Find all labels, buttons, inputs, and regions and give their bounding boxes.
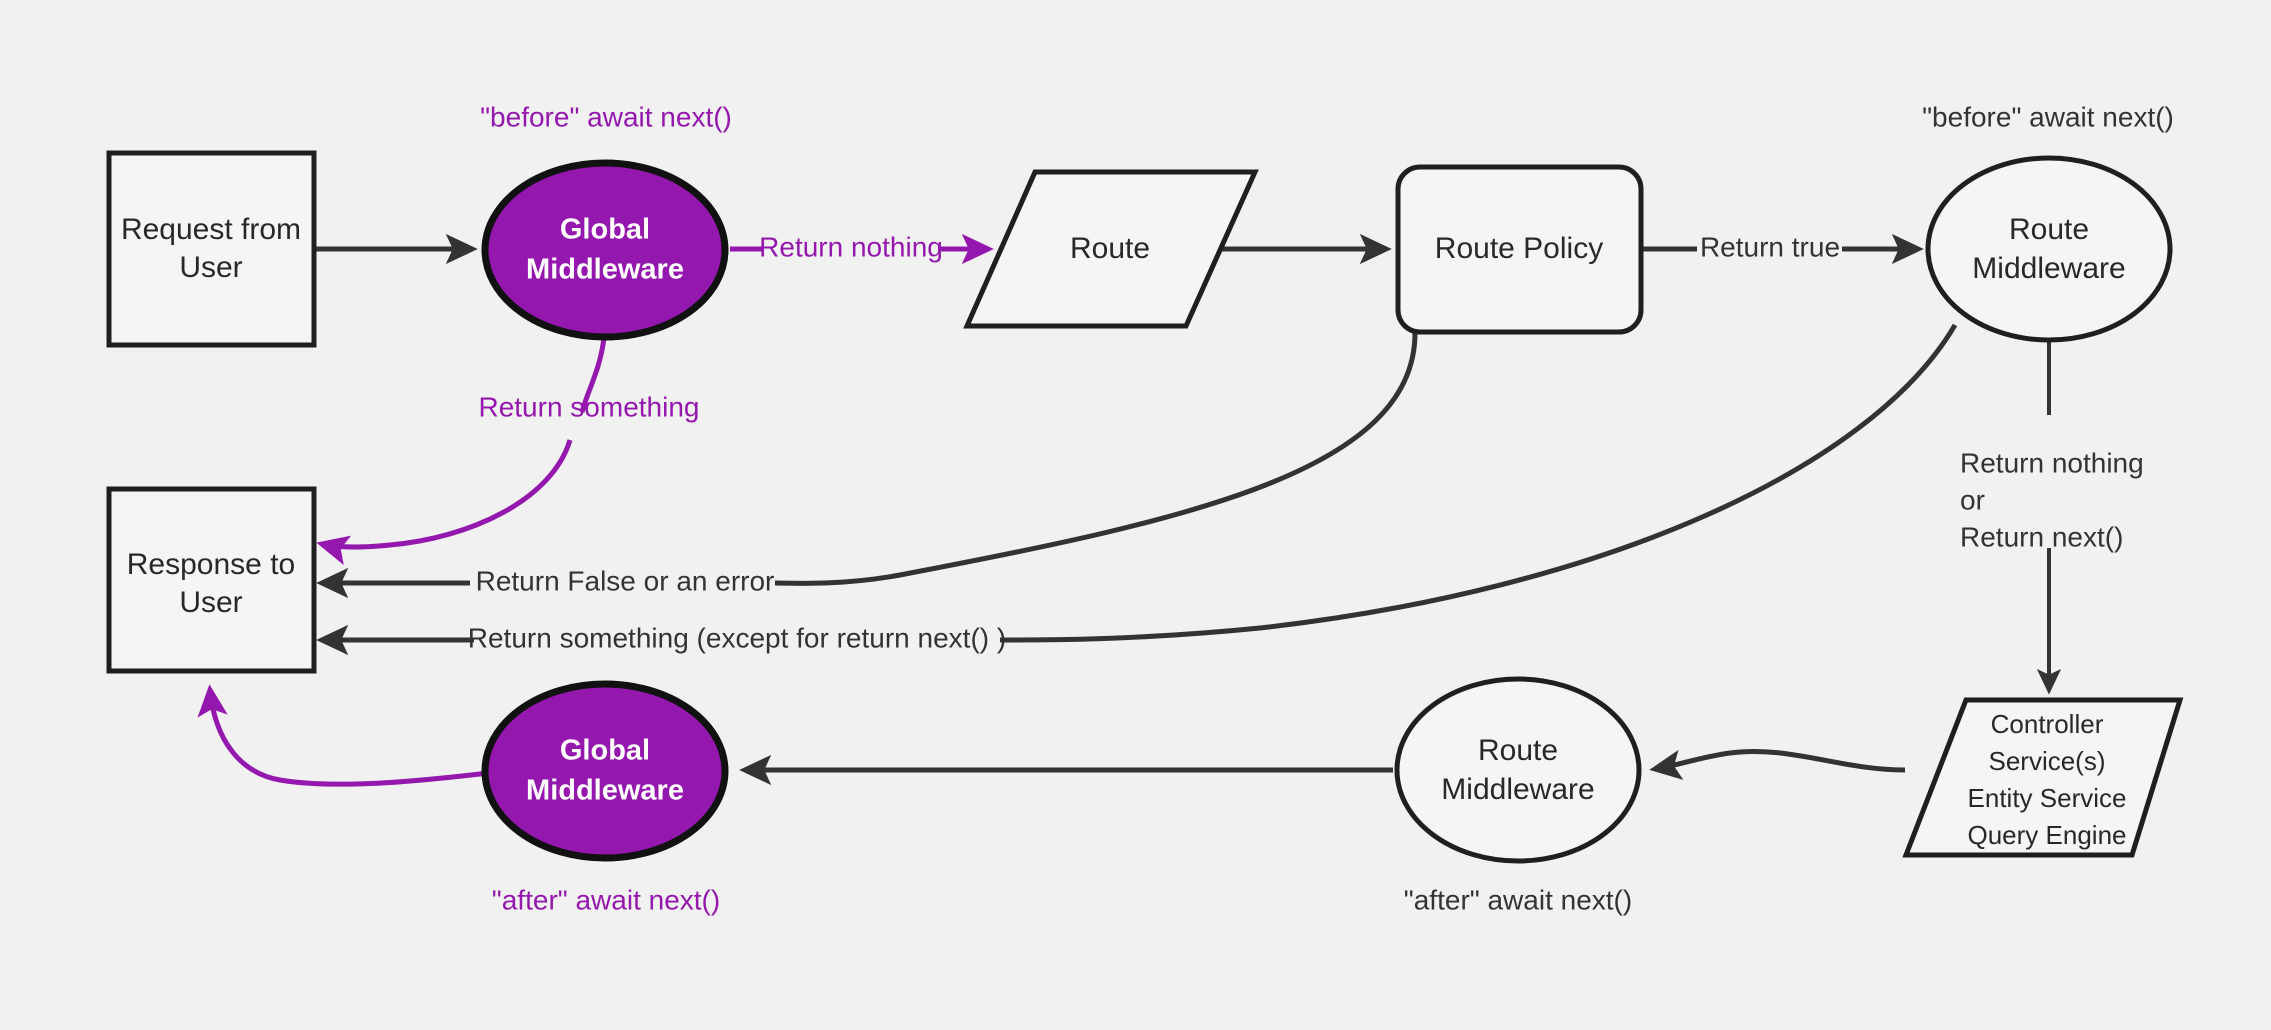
edge-route-policy-to-response-false bbox=[774, 332, 1418, 586]
edge-label-return-something: Return something bbox=[478, 391, 699, 422]
request-from-user-label-line1: Request from bbox=[121, 213, 301, 246]
node-controller-services[interactable]: Controller Service(s) Entity Service Que… bbox=[1902, 697, 2184, 858]
edge-label-return-nothing: Return nothing bbox=[759, 231, 943, 262]
route-policy-box bbox=[1395, 164, 1644, 335]
global-middleware-before-label-line1: Global bbox=[560, 214, 650, 246]
request-from-user-box bbox=[106, 150, 317, 348]
controller-services-label-line2: Service(s) bbox=[1988, 746, 2105, 776]
edge-global-middleware-to-response bbox=[316, 439, 573, 566]
node-global-middleware-after[interactable]: Global Middleware bbox=[481, 680, 729, 862]
route-parallelogram bbox=[963, 169, 1259, 329]
edge-global-middleware-after-to-response bbox=[197, 684, 498, 787]
route-middleware-after-label-line2: Middleware bbox=[1441, 773, 1594, 806]
edge-label-return-nothing-or-next-line3: Return next() bbox=[1960, 521, 2123, 552]
global-middleware-after-ellipse bbox=[481, 680, 729, 862]
node-route-policy[interactable]: Route Policy bbox=[1395, 164, 1644, 335]
edge-global-middleware-return-something-stub bbox=[579, 337, 607, 413]
annotation-before-await-next-global: "before" await next() bbox=[480, 101, 732, 132]
global-middleware-before-ellipse bbox=[481, 159, 729, 341]
route-middleware-before-ellipse bbox=[1925, 155, 2173, 343]
edge-controller-to-route-middleware-after bbox=[1649, 748, 1906, 780]
global-middleware-before-label-line2: Middleware bbox=[526, 254, 684, 286]
annotation-before-await-next-route: "before" await next() bbox=[1922, 101, 2174, 132]
response-to-user-label-line2: User bbox=[179, 586, 242, 619]
controller-services-label-line3: Entity Service bbox=[1968, 783, 2127, 813]
controller-services-label-line4: Query Engine bbox=[1968, 820, 2127, 850]
node-route-middleware-after[interactable]: Route Middleware bbox=[1394, 676, 1642, 864]
response-to-user-label-line1: Response to bbox=[127, 548, 295, 581]
node-response-to-user[interactable]: Response to User bbox=[106, 486, 317, 674]
node-request-from-user[interactable]: Request from User bbox=[106, 150, 317, 348]
node-global-middleware-before[interactable]: Global Middleware bbox=[481, 159, 729, 341]
controller-services-parallelogram bbox=[1902, 697, 2184, 858]
route-middleware-after-ellipse bbox=[1394, 676, 1642, 864]
edge-label-return-true: Return true bbox=[1700, 231, 1840, 262]
route-label: Route bbox=[1070, 232, 1150, 265]
edge-label-return-nothing-or-next-line1: Return nothing bbox=[1960, 447, 2144, 478]
edge-route-middleware-to-response-something bbox=[999, 323, 1958, 643]
node-route[interactable]: Route bbox=[963, 169, 1259, 329]
route-policy-label: Route Policy bbox=[1435, 232, 1603, 265]
route-middleware-before-label-line2: Middleware bbox=[1972, 252, 2125, 285]
global-middleware-after-label-line1: Global bbox=[560, 735, 650, 767]
annotation-after-await-next-global: "after" await next() bbox=[492, 884, 720, 915]
edge-label-return-false-or-error: Return False or an error bbox=[476, 565, 775, 596]
node-route-middleware-before[interactable]: Route Middleware bbox=[1925, 155, 2173, 343]
global-middleware-after-label-line2: Middleware bbox=[526, 775, 684, 807]
request-from-user-label-line2: User bbox=[179, 251, 242, 284]
annotation-after-await-next-route: "after" await next() bbox=[1404, 884, 1632, 915]
edge-label-return-something-except-next: Return something (except for return next… bbox=[468, 622, 1006, 653]
controller-services-label-line1: Controller bbox=[1991, 709, 2104, 739]
edge-label-return-nothing-or-next-line2: or bbox=[1960, 484, 1985, 515]
route-middleware-after-label-line1: Route bbox=[1478, 734, 1558, 767]
response-to-user-box bbox=[106, 486, 317, 674]
route-middleware-before-label-line1: Route bbox=[2009, 213, 2089, 246]
